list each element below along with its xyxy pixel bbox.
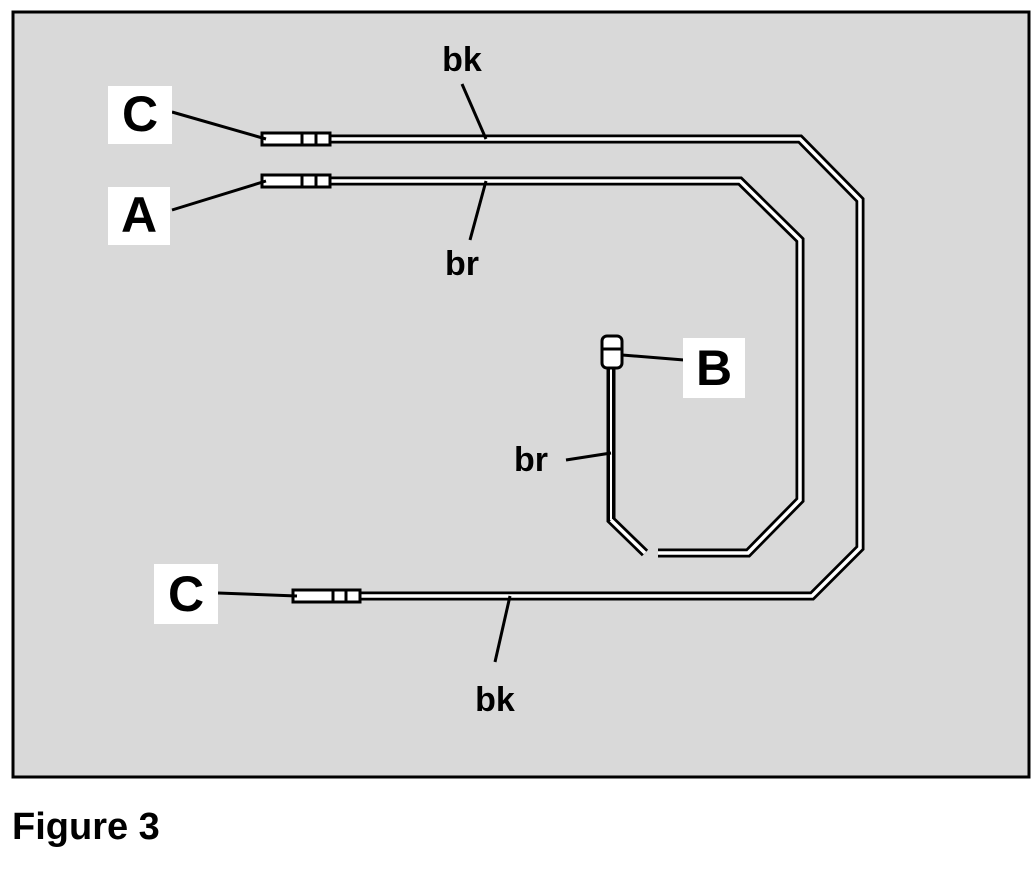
connector-top-c — [260, 131, 332, 147]
label-c-bottom-text: C — [168, 566, 204, 622]
connector-b — [600, 334, 624, 370]
wire-br-long — [330, 176, 805, 558]
label-connector-b: B — [683, 338, 745, 398]
label-connector-bottom-c: C — [154, 564, 218, 624]
connector-a — [260, 173, 332, 189]
connector-bottom-c — [291, 588, 362, 604]
label-c-top-text: C — [122, 86, 158, 142]
label-connector-top-c: C — [108, 86, 172, 144]
wire-bk — [330, 134, 865, 601]
wire-br-short — [606, 368, 649, 557]
label-connector-a: A — [108, 187, 170, 245]
label-b-text: B — [696, 340, 732, 396]
wire-label-br-middle: br — [445, 245, 479, 283]
wire-label-bk-bottom: bk — [475, 681, 515, 719]
leader-lines — [171, 83, 685, 663]
wire-label-bk-top: bk — [442, 41, 482, 79]
wire-label-br-short: br — [514, 441, 548, 479]
label-a-text: A — [121, 187, 157, 243]
figure-caption: Figure 3 — [12, 806, 160, 848]
